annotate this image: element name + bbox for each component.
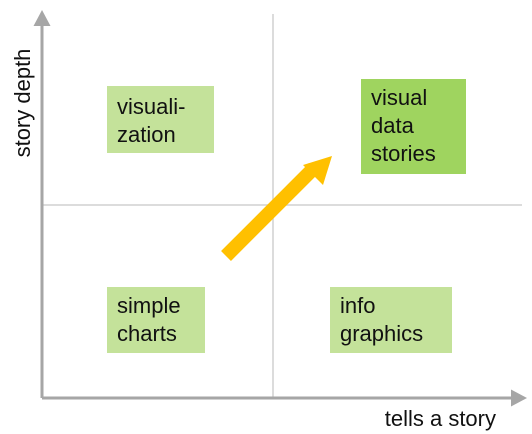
x-axis-label: tells a story bbox=[384, 406, 496, 431]
x-axis-arrowhead bbox=[511, 389, 527, 407]
quadrant-visual-data-stories: visual data stories bbox=[371, 85, 436, 166]
box-visualization-bg bbox=[107, 86, 214, 153]
quadrant-simple-charts: simple charts bbox=[117, 293, 181, 346]
box-simple-charts-bg bbox=[107, 287, 205, 353]
y-axis-label: story depth bbox=[10, 48, 35, 158]
y-axis-arrowhead bbox=[33, 10, 51, 26]
quadrant-visualization: visuali- zation bbox=[117, 94, 186, 147]
box-visual-data-stories-bg bbox=[361, 79, 466, 174]
box-info-graphics-bg bbox=[330, 287, 452, 353]
progress-arrow-head bbox=[303, 156, 332, 185]
quadrant-info-graphics: info graphics bbox=[340, 293, 424, 346]
progress-arrow-shaft bbox=[221, 163, 319, 261]
